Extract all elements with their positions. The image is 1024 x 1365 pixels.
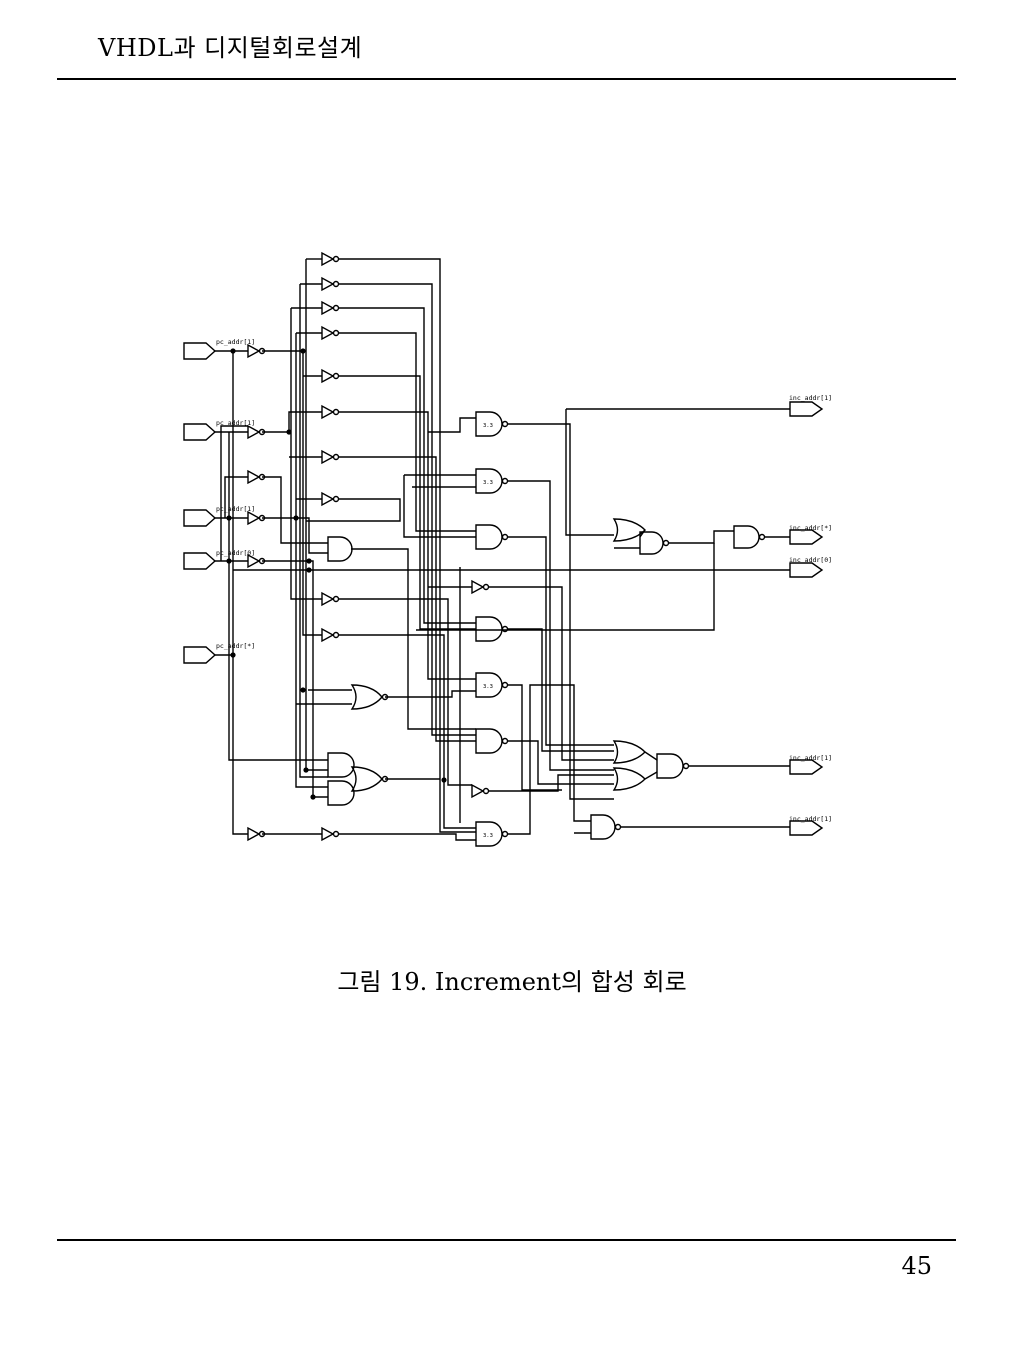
- svg-text:3.3: 3.3: [483, 423, 493, 429]
- svg-text:3.3: 3.3: [483, 833, 493, 839]
- svg-text:3.3: 3.3: [483, 480, 493, 486]
- right-gates: [590, 518, 766, 840]
- junction-dots: [226, 348, 447, 800]
- input-port-label-5: pc_addr[*]: [216, 642, 255, 650]
- input-port-label-4: pc_addr[0]: [216, 549, 255, 557]
- input-port-label-3: pc_addr[1]: [216, 505, 255, 513]
- input-port-label-2: pc_addr[1]: [216, 419, 255, 427]
- input-port-1: pc_addr[1]: [183, 338, 255, 360]
- output-port-label-4: inc_addr[1]: [789, 754, 832, 762]
- output-port-label-3: inc_addr[0]: [789, 556, 832, 564]
- output-port-5: inc_addr[1]: [789, 815, 832, 836]
- input-port-5: pc_addr[*]: [183, 642, 255, 664]
- input-port-2: pc_addr[1]: [183, 419, 255, 441]
- output-port-4: inc_addr[1]: [789, 754, 832, 775]
- output-port-label-1: inc_addr[1]: [789, 394, 832, 402]
- page-number: 45: [901, 1252, 932, 1280]
- header-rule: [57, 78, 956, 80]
- footer-rule: [57, 1239, 956, 1241]
- figure-caption: 그림 19. Increment의 합성 회로: [337, 968, 687, 996]
- svg-text:3.3: 3.3: [483, 684, 493, 690]
- wires: [215, 258, 790, 841]
- output-port-1: inc_addr[1]: [789, 394, 832, 417]
- output-port-label-2: inc_addr[*]: [789, 524, 832, 532]
- output-port-3: inc_addr[0]: [789, 556, 832, 578]
- mid-gates: [327, 536, 389, 806]
- page-header-title: VHDL과 디지털회로설계: [98, 34, 363, 62]
- nand-gate-column: 3.3 3.3 3.3 3.3: [471, 411, 509, 847]
- inverter-column: [321, 251, 340, 842]
- output-port-label-5: inc_addr[1]: [789, 815, 832, 823]
- input-port-label-1: pc_addr[1]: [216, 338, 255, 346]
- input-port-4: pc_addr[0]: [183, 549, 255, 570]
- output-port-2: inc_addr[*]: [789, 524, 832, 545]
- input-port-3: pc_addr[1]: [183, 505, 255, 527]
